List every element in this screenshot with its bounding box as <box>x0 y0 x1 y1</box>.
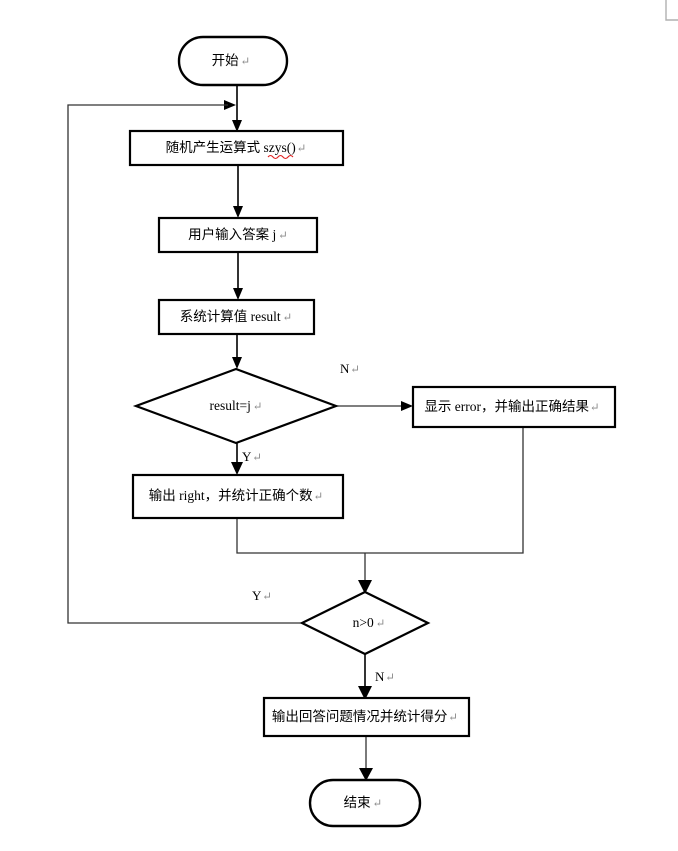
node-start[interactable]: 开始↵ <box>177 35 289 87</box>
edge-generate-input <box>233 165 243 218</box>
edge-label-loop-no: N↵ <box>375 669 395 684</box>
edge-loop-yes <box>67 104 302 624</box>
node-generate-pilcrow: ↵ <box>297 143 307 155</box>
node-compute-pilcrow: ↵ <box>283 312 293 324</box>
svg-text:系统计算值 result↵: 系统计算值 result↵ <box>180 309 293 324</box>
edge-label-check-no-pilcrow: ↵ <box>350 364 360 376</box>
node-loop-check-label: n>0 <box>353 615 374 630</box>
svg-text:Y↵: Y↵ <box>252 588 272 603</box>
node-loop-check[interactable]: n>0↵ <box>299 590 431 656</box>
node-loop-check-pilcrow: ↵ <box>376 618 386 630</box>
edge-loop-feedback-arrowhead <box>224 100 236 110</box>
edge-error-merge <box>365 427 524 554</box>
edge-check-error <box>336 401 413 411</box>
node-input[interactable]: 用户输入答案 j↵ <box>157 216 319 254</box>
spellcheck-underline-szys <box>267 154 294 160</box>
node-generate-label-prefix: 随机产生运算式 <box>166 140 264 155</box>
svg-text:输出 right，并统计正确个数↵: 输出 right，并统计正确个数↵ <box>149 488 324 503</box>
page-corner-mark <box>665 0 678 21</box>
edge-label-loop-no-pilcrow: ↵ <box>385 672 395 684</box>
svg-text:N↵: N↵ <box>340 361 360 376</box>
node-show-error[interactable]: 显示 error，并输出正确结果↵ <box>411 385 617 429</box>
edge-label-check-yes-pilcrow: ↵ <box>252 452 262 464</box>
edge-label-loop-no-text: N <box>375 669 385 684</box>
node-generate-label-code: szys <box>263 140 286 155</box>
edge-label-loop-yes: Y↵ <box>252 588 272 603</box>
node-check-answer-pilcrow: ↵ <box>253 401 263 413</box>
node-show-right-label: 输出 right，并统计正确个数 <box>149 488 313 503</box>
edge-merge-loopcheck <box>358 553 372 594</box>
edge-check-right <box>231 443 243 475</box>
svg-text:随机产生运算式 szys()↵: 随机产生运算式 szys()↵ <box>166 140 307 155</box>
node-show-error-pilcrow: ↵ <box>590 402 600 414</box>
node-end-label: 结束 <box>344 795 371 810</box>
node-compute-label: 系统计算值 result <box>180 309 281 324</box>
edge-loop-no <box>358 654 372 700</box>
node-generate[interactable]: 随机产生运算式 szys()↵ <box>128 129 345 167</box>
svg-text:N↵: N↵ <box>375 669 395 684</box>
edge-compute-check <box>232 334 242 369</box>
svg-text:输出回答问题情况并统计得分↵: 输出回答问题情况并统计得分↵ <box>272 708 458 724</box>
node-check-answer[interactable]: result=j↵ <box>132 367 340 445</box>
node-start-pilcrow: ↵ <box>241 56 251 68</box>
node-show-right-pilcrow: ↵ <box>314 491 324 503</box>
edge-summary-end <box>359 736 373 781</box>
edge-input-compute <box>233 252 243 300</box>
node-input-pilcrow: ↵ <box>278 230 288 242</box>
node-input-label: 用户输入答案 j <box>188 226 276 242</box>
node-show-error-label: 显示 error，并输出正确结果 <box>424 399 589 414</box>
edge-label-check-yes-text: Y <box>242 449 252 464</box>
edge-label-check-no-text: N <box>340 361 350 376</box>
svg-text:开始↵: 开始↵ <box>212 53 251 68</box>
svg-text:result=j↵: result=j↵ <box>210 398 263 413</box>
node-compute[interactable]: 系统计算值 result↵ <box>157 298 316 336</box>
node-end-pilcrow: ↵ <box>373 798 383 810</box>
edge-start-generate <box>232 85 242 132</box>
node-end[interactable]: 结束↵ <box>308 778 422 828</box>
svg-text:用户输入答案 j↵: 用户输入答案 j↵ <box>188 226 288 242</box>
node-summary-pilcrow: ↵ <box>448 712 458 724</box>
svg-text:结束↵: 结束↵ <box>344 795 383 810</box>
edge-label-loop-yes-text: Y <box>252 588 262 603</box>
node-start-label: 开始 <box>212 53 239 68</box>
node-generate-label-suffix: () <box>287 140 296 155</box>
edge-label-check-yes: Y↵ <box>242 449 262 464</box>
node-show-right[interactable]: 输出 right，并统计正确个数↵ <box>131 473 345 520</box>
edge-label-check-no: N↵ <box>340 361 360 376</box>
edge-right-merge <box>236 518 365 554</box>
node-summary-label: 输出回答问题情况并统计得分 <box>272 708 448 724</box>
node-summary[interactable]: 输出回答问题情况并统计得分↵ <box>262 696 471 738</box>
edge-label-loop-yes-pilcrow: ↵ <box>262 591 272 603</box>
svg-text:Y↵: Y↵ <box>242 449 262 464</box>
node-check-answer-label: result=j <box>210 398 251 413</box>
svg-text:显示 error，并输出正确结果↵: 显示 error，并输出正确结果↵ <box>424 399 599 414</box>
svg-text:n>0↵: n>0↵ <box>353 615 386 630</box>
